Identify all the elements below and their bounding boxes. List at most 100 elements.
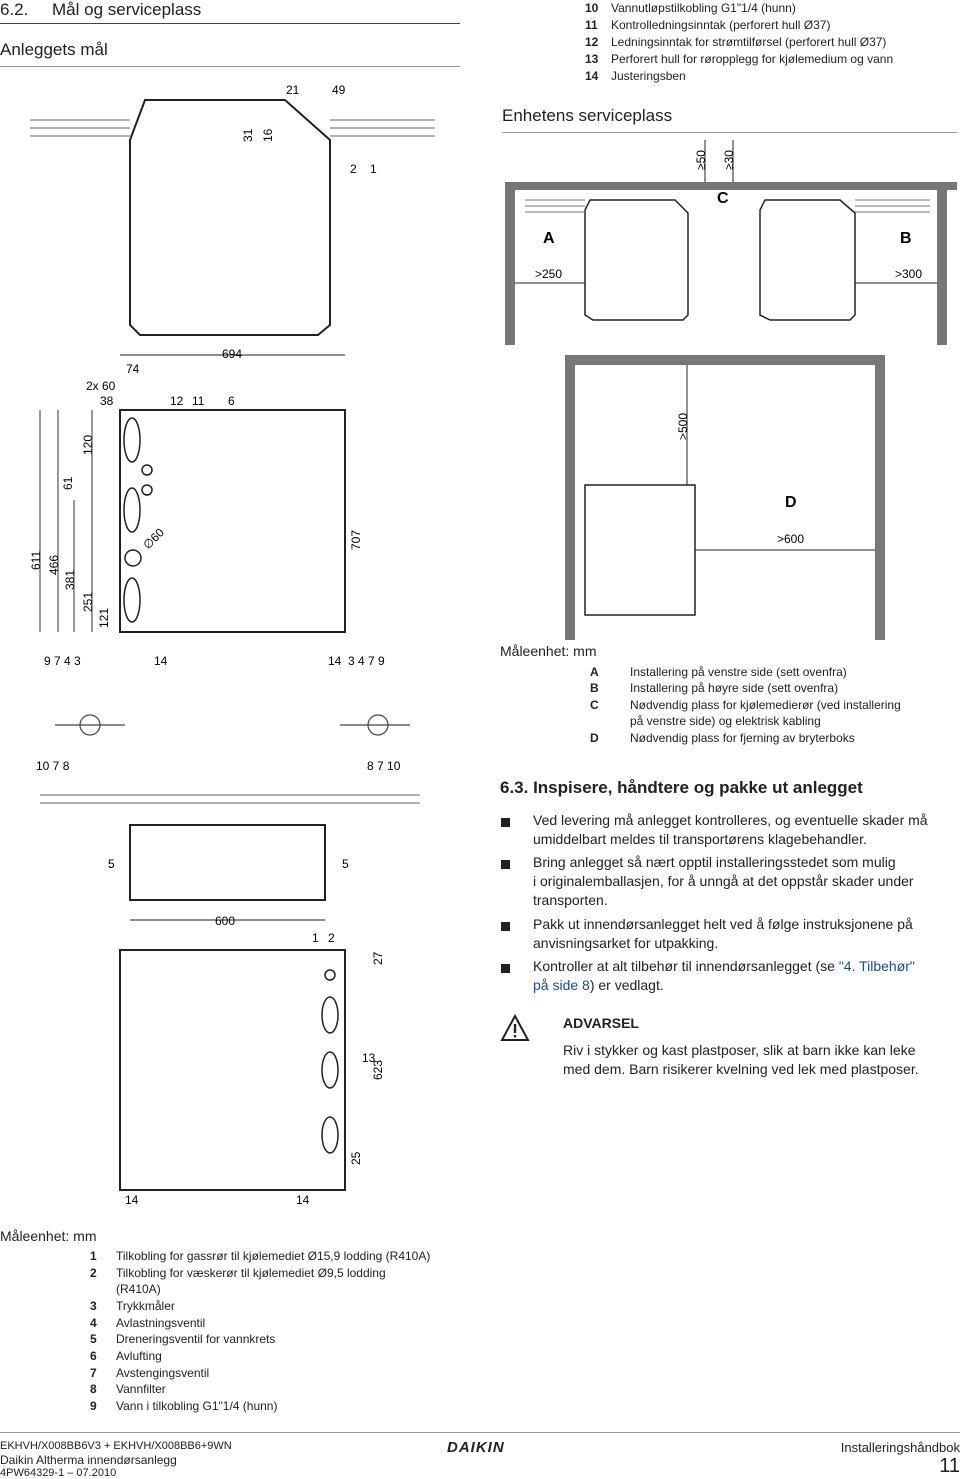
dim-label: 14 [125,1193,139,1207]
section-63-title: 6.3. Inspisere, håndtere og pakke ut anl… [500,778,863,797]
legend-text: Avlastningsventil [116,1316,206,1330]
legend-number: 12 [585,35,599,49]
dim-label: 21 [286,83,300,97]
dim-label: 14 [328,654,342,668]
legend-text: Vann i tilkobling G1"1/4 (hunn) [116,1399,278,1413]
legend-text: Tilkobling for gassrør til kjølemediet Ø… [116,1249,431,1263]
legend-number: 6 [90,1349,97,1363]
unit-dimension-drawing: 21 49 31 16 2 1 694 74 2x 60 38 12 11 6 … [29,83,435,1207]
legend-number: 13 [585,52,599,66]
dim-label: 13 [362,1051,376,1065]
dim-label: ≥50 [694,150,708,170]
dim-label: 14 [296,1193,310,1207]
legend-text: Avstengingsventil [116,1366,210,1380]
dim-label: 694 [222,347,242,361]
legend-text: Installering på høyre side (sett ovenfra… [630,681,839,695]
dim-label: >600 [777,532,804,546]
legend-number: 14 [585,69,599,83]
page-link[interactable]: på side 8 [533,977,590,993]
dim-label: 11 [192,394,205,408]
legend-text: Vannfilter [116,1382,166,1396]
bullet-line: i originalemballasjen, for å unngå at de… [533,873,914,889]
dim-label: 466 [47,555,61,575]
bullet-line: Ved levering må anlegget kontrolleres, o… [533,812,928,828]
legend-number: 5 [90,1332,97,1346]
dim-label: 8 7 10 [367,759,401,773]
bullet-line: umiddelbart meldes til transportørens kl… [533,831,867,847]
dim-label: 74 [126,362,140,376]
legend-number: 2 [90,1266,97,1280]
dim-label: 1 [370,162,377,176]
legend-text: Vannutløpstilkobling G1"1/4 (hunn) [611,1,796,15]
dim-label: 611 [29,551,43,570]
warning-line: med dem. Barn risikerer kvelning ved lek… [563,1061,919,1077]
legend-text: Dreneringsventil for vannkrets [116,1332,276,1346]
legend-text: Tilkobling for væskerør til kjølemediet … [116,1266,386,1280]
legend-text: Trykkmåler [116,1299,175,1313]
tilbehor-link[interactable]: "4. Tilbehør" [838,958,915,974]
legend-text: Ledningsinntak for strømtilførsel (perfo… [611,35,887,49]
dim-label: ∅60 [140,525,167,552]
warning-icon [500,1014,530,1041]
dim-label: 14 [154,654,168,668]
service-heading: Enhetens serviceplass [502,106,673,125]
legend-key: D [590,731,599,745]
footer-product: Daikin Altherma innendørsanlegg [0,1453,177,1467]
dim-label: 120 [81,435,95,455]
footer-rule [0,1432,960,1433]
legend-text: Perforert hull for røropplegg for kjølem… [611,52,894,66]
section-title: Mål og serviceplass [52,0,202,19]
dim-label: 707 [349,530,363,550]
rule [502,132,957,133]
bullet-line: Bring anlegget så nært opptil installeri… [533,854,896,870]
dim-label: 9 7 4 3 [44,654,81,668]
legend-number: 1 [90,1249,97,1263]
legend-key: C [590,698,599,712]
dim-label: 3 4 7 9 [348,654,385,668]
dim-label: 251 [81,592,95,612]
dim-label: 61 [61,476,75,490]
bullet-text: Pakk ut innendørsanlegget helt ved å føl… [533,915,913,953]
legend-number: 3 [90,1299,97,1313]
legend-text: Avlufting [116,1349,162,1363]
legend-text: Nødvendig plass for fjerning av bryterbo… [630,731,855,745]
unit-label: Måleenhet: mm [500,643,597,659]
dim-label: 1 [312,931,319,945]
service-space-diagram-d: >500 D >600 [565,355,885,640]
dim-label: 27 [371,951,385,965]
dim-label: 2 [350,162,357,176]
dim-label: 49 [332,83,346,97]
unit-label: Måleenhet: mm [0,1228,97,1244]
footer-code: 4PW64329-1 – 07.2010 [0,1467,117,1479]
bullet-text: Bring anlegget så nært opptil installeri… [533,853,914,910]
label-d: D [785,494,797,511]
dim-label: 31 [241,128,255,142]
legend-number: 11 [585,18,598,32]
bullet-line: Kontroller at alt tilbehør til innendørs… [533,958,839,974]
label-b: B [900,230,912,247]
legend-number: 8 [90,1382,97,1396]
bullet-text: Ved levering må anlegget kontrolleres, o… [533,811,928,849]
dim-label: >300 [895,267,922,281]
bullet-line: ) er vedlagt. [589,977,664,993]
bullet-text: Kontroller at alt tilbehør til innendørs… [533,957,915,995]
dim-label: 16 [261,128,275,142]
footer-doc: Installeringshåndbok [840,1440,960,1455]
subheading: Anleggets mål [0,40,108,59]
warning-text: Riv i stykker og kast plastposer, slik a… [563,1041,919,1079]
section-number: 6.2. [0,0,29,19]
bullet-line: transporten. [533,892,608,908]
dim-label: 2 [328,931,335,945]
legend-number: 10 [585,1,599,15]
dim-label: 10 7 8 [36,759,70,773]
bullet-icon [501,860,510,869]
dim-label: 38 [100,394,114,408]
legend-number: 9 [90,1399,97,1413]
dim-label: 5 [342,857,349,871]
label-c: C [717,190,729,207]
service-space-diagram-abc: ≥50 ≥30 C A B >250 >300 [505,140,957,345]
dim-label: 121 [97,608,111,628]
legend-text: Kontrolledningsinntak (perforert hull Ø3… [611,18,831,32]
footer-model: EKHVH/X008BB6V3 + EKHVH/X008BB6+9WN [0,1440,232,1452]
warning-line: Riv i stykker og kast plastposer, slik a… [563,1042,916,1058]
